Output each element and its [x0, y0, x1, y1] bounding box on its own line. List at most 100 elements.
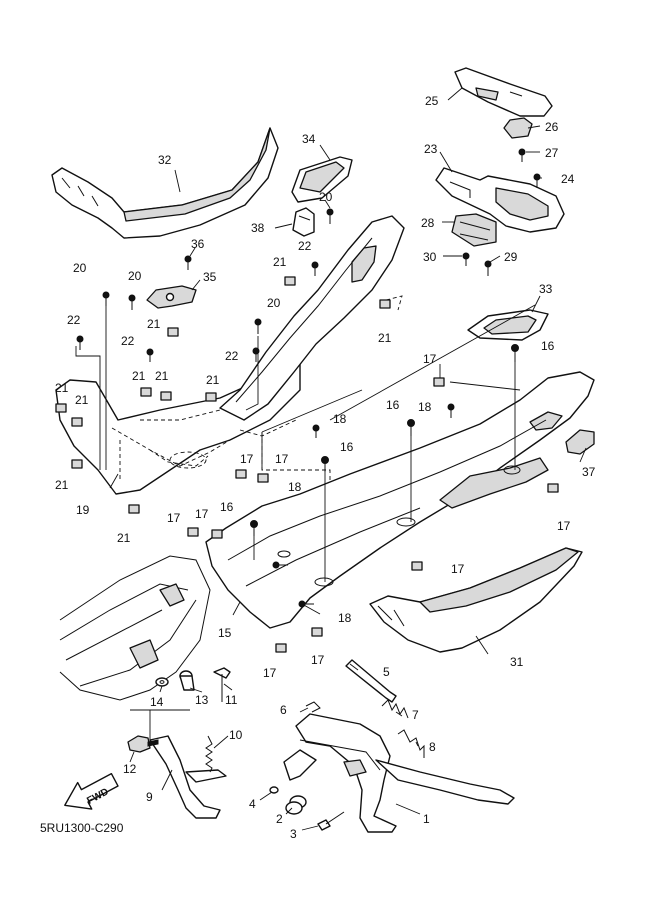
nut-17e [275, 643, 287, 653]
forward-arrow-icon [64, 772, 119, 810]
callout-20: 20 [128, 269, 142, 283]
callout-18: 18 [333, 412, 347, 426]
callout-21: 21 [75, 393, 89, 407]
fastener-16a [511, 344, 519, 362]
callout-21: 21 [132, 369, 146, 383]
part-3-bolt [317, 811, 345, 831]
callout-35: 35 [203, 270, 217, 284]
callout-27: 27 [545, 146, 559, 160]
part-38-bracket [292, 207, 315, 237]
callout-18: 18 [338, 611, 352, 625]
nut-21i [128, 504, 140, 514]
frame-section [59, 555, 211, 701]
callout-14: 14 [150, 695, 164, 709]
part-19-lower-cover [55, 339, 301, 495]
callout-34: 34 [302, 132, 316, 146]
nut-21a [284, 276, 296, 286]
nut-21f [205, 392, 217, 402]
part-13-collar [179, 670, 195, 691]
nut-17b [547, 483, 559, 493]
part-32-leg-shield-panel [51, 127, 279, 239]
callout-21: 21 [117, 531, 131, 545]
callout-12: 12 [123, 762, 137, 776]
part-4-washer [269, 786, 279, 794]
part-7-spring [381, 699, 409, 719]
nut-21h [71, 459, 83, 469]
callout-31: 31 [510, 655, 524, 669]
fastener-20a [102, 291, 110, 306]
part-37-small-cap [565, 429, 595, 455]
nut-17c [411, 561, 423, 571]
clip-nuts [55, 276, 559, 653]
nut-21b [379, 299, 391, 309]
nut-17h [187, 527, 199, 537]
fastener-16c [321, 456, 329, 472]
callout-21: 21 [206, 373, 220, 387]
part-31-side-panel [369, 547, 583, 653]
callout-15: 15 [218, 626, 232, 640]
nut-17a [433, 377, 445, 387]
callout-9: 9 [146, 790, 153, 804]
fastener-20c [254, 318, 262, 334]
callout-17: 17 [275, 452, 289, 466]
nut-21e [160, 391, 172, 401]
fastener-18d [298, 600, 314, 608]
callout-22: 22 [225, 349, 239, 363]
callout-32: 32 [158, 153, 172, 167]
part-2-collar [285, 795, 307, 815]
part-5-shaft [345, 659, 397, 703]
callout-17: 17 [263, 666, 277, 680]
part-10-spring [205, 735, 213, 773]
callout-18: 18 [418, 400, 432, 414]
callout-22: 22 [298, 239, 312, 253]
callout-17: 17 [240, 452, 254, 466]
part-14-washer [155, 677, 169, 687]
callout-17: 17 [451, 562, 465, 576]
part-23-inner-tray [435, 167, 565, 233]
callout-11: 11 [225, 693, 238, 707]
callout-13: 13 [195, 693, 209, 707]
callout-28: 28 [421, 216, 435, 230]
callout-21: 21 [155, 369, 169, 383]
nut-21c [167, 327, 179, 337]
nut-17i [211, 529, 223, 539]
fastener-24 [533, 173, 541, 188]
callout-8: 8 [429, 740, 436, 754]
part-28-lock-assembly [451, 213, 497, 247]
callout-21: 21 [378, 331, 392, 345]
callout-26: 26 [545, 120, 559, 134]
callout-1: 1 [423, 812, 430, 826]
callout-20: 20 [319, 190, 333, 204]
callout-17: 17 [167, 511, 181, 525]
fastener-22b [146, 348, 154, 362]
part-1-main-stand [283, 713, 515, 833]
callout-16: 16 [340, 440, 354, 454]
nut-21j [71, 417, 83, 427]
callout-21: 21 [55, 381, 69, 395]
fastener-22a [76, 335, 84, 350]
fastener-20d [326, 208, 334, 224]
callout-7: 7 [412, 708, 419, 722]
nut-17f [235, 469, 247, 479]
callout-17: 17 [311, 653, 325, 667]
part-33-small-panel [467, 309, 549, 341]
callout-20: 20 [267, 296, 281, 310]
callout-5: 5 [383, 665, 390, 679]
callout-17: 17 [195, 507, 209, 521]
fastener-18a [312, 424, 320, 438]
callout-18: 18 [288, 480, 302, 494]
callout-29: 29 [504, 250, 518, 264]
fastener-16d [250, 520, 258, 536]
callout-22: 22 [121, 334, 135, 348]
center-cover-assembly [219, 215, 405, 437]
callout-16: 16 [541, 339, 555, 353]
part-9-side-stand [149, 735, 227, 819]
part-15-floor-panel [205, 371, 595, 629]
callout-25: 25 [425, 94, 439, 108]
callout-2: 2 [276, 812, 283, 826]
fastener-22d [311, 261, 319, 276]
part-11-bolt [213, 667, 231, 702]
callout-37: 37 [582, 465, 596, 479]
